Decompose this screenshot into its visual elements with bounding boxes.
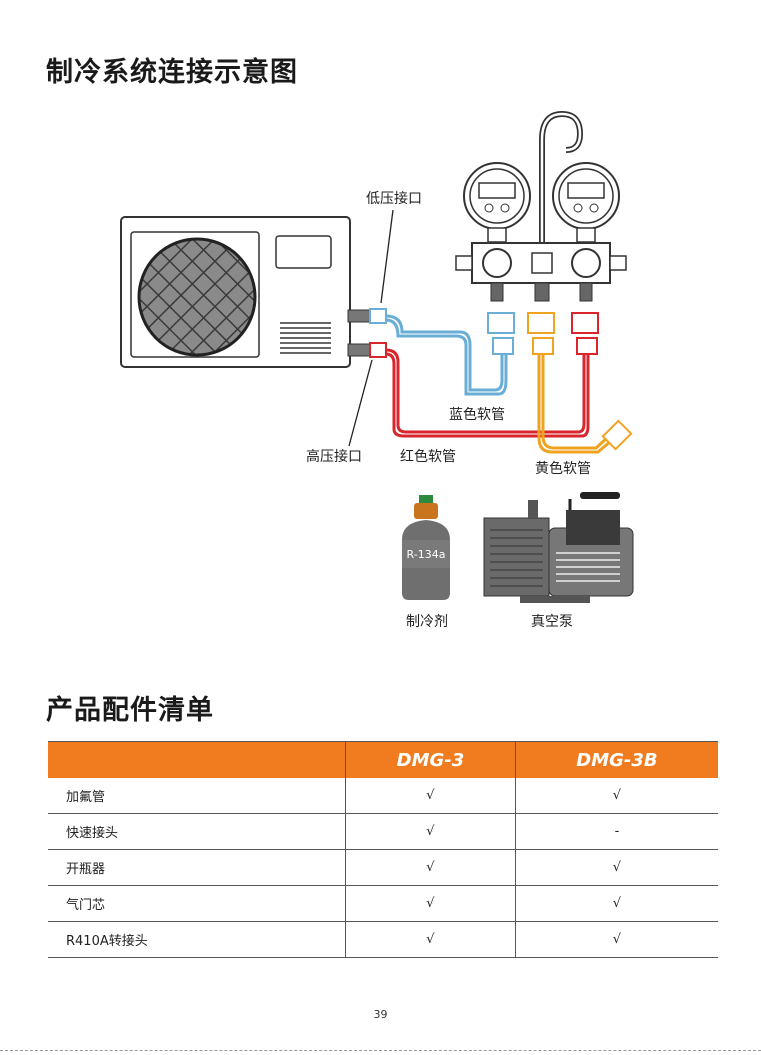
high-pressure-port-label: 高压接口 [306,446,362,466]
table-header-dmg3: DMG-3 [346,742,516,779]
refrigerant-label: 制冷剂 [406,611,448,631]
dmg3-mark: √ [346,850,516,886]
ac-outdoor-unit [121,217,370,367]
vacuum-pump [484,492,633,603]
accessories-table: DMG-3 DMG-3B 加氟管 √ √ 快速接头 √ - 开瓶器 √ √ 气门… [48,741,718,958]
accessory-name: 开瓶器 [48,850,346,886]
dmg3-mark: √ [346,814,516,850]
table-header-dmg3b: DMG-3B [515,742,718,779]
page-number: 39 [0,1008,761,1021]
dmg3-mark: √ [346,886,516,922]
refrigerant-can: R-134a [402,495,450,600]
table-header-blank [48,742,346,779]
low-port-pointer [381,210,393,303]
table-row: 气门芯 √ √ [48,886,718,922]
dmg3b-mark: √ [515,886,718,922]
accessory-name: 加氟管 [48,778,346,814]
dmg3b-mark: √ [515,850,718,886]
blue-hose-label: 蓝色软管 [449,404,505,424]
accessories-section-title: 产品配件清单 [46,688,214,727]
table-header-row: DMG-3 DMG-3B [48,742,718,779]
dmg3-mark: √ [346,922,516,958]
dmg3b-mark: √ [515,778,718,814]
table-row: 快速接头 √ - [48,814,718,850]
refrigeration-connection-diagram: R-134a [0,100,761,640]
high-port-pointer [349,360,372,446]
dmg3b-mark: - [515,814,718,850]
footer-divider [0,1050,761,1051]
dmg3b-mark: √ [515,922,718,958]
table-row: 开瓶器 √ √ [48,850,718,886]
low-pressure-port-label: 低压接口 [366,188,422,208]
dmg3-mark: √ [346,778,516,814]
diagram-section-title: 制冷系统连接示意图 [46,50,298,89]
accessory-name: 快速接头 [48,814,346,850]
accessory-name: 气门芯 [48,886,346,922]
refrigerant-can-label: R-134a [407,548,446,561]
vacuum-pump-label: 真空泵 [531,611,573,631]
accessory-name: R410A转接头 [48,922,346,958]
red-hose-label: 红色软管 [400,446,456,466]
table-row: R410A转接头 √ √ [48,922,718,958]
table-row: 加氟管 √ √ [48,778,718,814]
manifold-gauge-set [456,114,626,301]
yellow-hose-label: 黄色软管 [535,458,591,478]
